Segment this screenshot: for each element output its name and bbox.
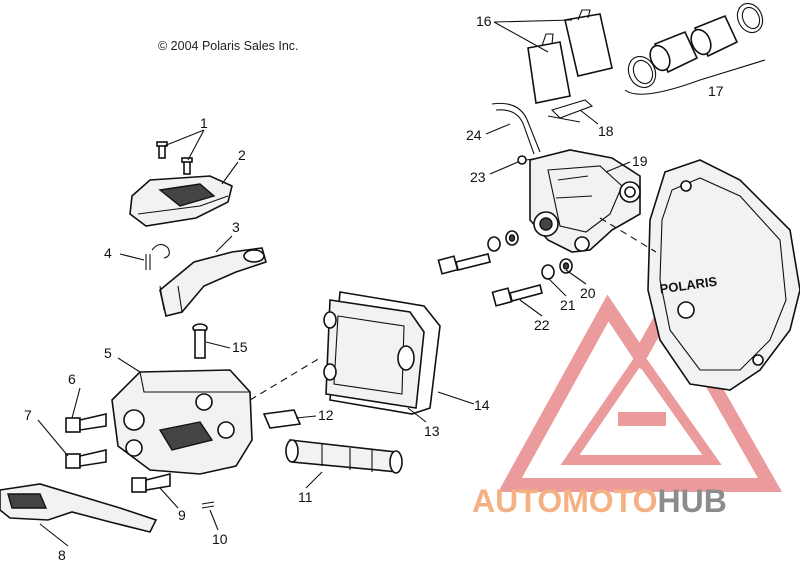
watermark-logo — [498, 291, 783, 492]
callout-4: 4 — [104, 245, 112, 261]
callout-7: 7 — [24, 407, 32, 423]
callout-24: 24 — [466, 127, 482, 143]
assembly-line-body — [249, 357, 321, 401]
part-1-screws — [156, 141, 193, 175]
copyright-text: © 2004 Polaris Sales Inc. — [158, 39, 299, 53]
callout-19: 19 — [632, 153, 648, 169]
callout-5: 5 — [104, 345, 112, 361]
callout-8: 8 — [58, 547, 66, 562]
part-8-brake-lever — [0, 483, 158, 533]
callout-23: 23 — [470, 169, 486, 185]
callout-20: 20 — [580, 285, 596, 301]
part-12-block — [262, 409, 302, 429]
callout-16: 16 — [476, 13, 492, 29]
callout-14: 14 — [474, 397, 490, 413]
callout-18: 18 — [598, 123, 614, 139]
part-18-pad-clip — [547, 99, 594, 123]
part-15-pin — [192, 323, 208, 359]
callout-2: 2 — [238, 147, 246, 163]
part-10-clip — [201, 501, 215, 509]
part-3-lever-arm — [159, 247, 267, 317]
part-21-washers — [487, 236, 555, 280]
part-22-bolts — [437, 253, 543, 307]
callout-13: 13 — [424, 423, 440, 439]
callout-22: 22 — [534, 317, 550, 333]
callout-9: 9 — [178, 507, 186, 523]
part-16-brake-pads — [527, 9, 613, 104]
callout-3: 3 — [232, 219, 240, 235]
callout-15: 15 — [232, 339, 248, 355]
part-20-washers — [505, 230, 573, 274]
part-9-bolt — [131, 472, 171, 493]
part-11-piston — [285, 439, 403, 474]
callout-10: 10 — [212, 531, 228, 547]
part-7-bolt — [65, 448, 107, 469]
leader-lines — [37, 19, 631, 547]
watermark-text-suffix: HUB — [657, 483, 726, 519]
callout-11: 11 — [298, 489, 313, 505]
part-6-bolt — [65, 412, 107, 433]
watermark-text-prefix: AUTOMOTO — [472, 483, 657, 519]
callout-17: 17 — [708, 83, 724, 99]
assembly-line-caliper — [599, 217, 657, 253]
part-13-cap-plate — [323, 299, 425, 409]
callout-6: 6 — [68, 371, 76, 387]
watermark-text: AUTOMOTOHUB — [472, 483, 727, 519]
part-19-caliper — [529, 149, 641, 253]
part-2-reservoir-cover — [129, 175, 233, 227]
callout-21: 21 — [560, 297, 576, 313]
part-5-master-cylinder — [111, 369, 253, 475]
part-24-brake-line — [491, 102, 541, 155]
caliper-cover: POLARIS — [647, 159, 800, 391]
callout-1: 1 — [200, 115, 208, 131]
callout-12: 12 — [318, 407, 334, 423]
part-4-spring — [145, 243, 170, 270]
part-17-pistons — [624, 2, 766, 95]
callout-labels: 1 2 3 4 5 6 7 8 9 10 11 12 13 14 15 16 1… — [24, 13, 724, 562]
